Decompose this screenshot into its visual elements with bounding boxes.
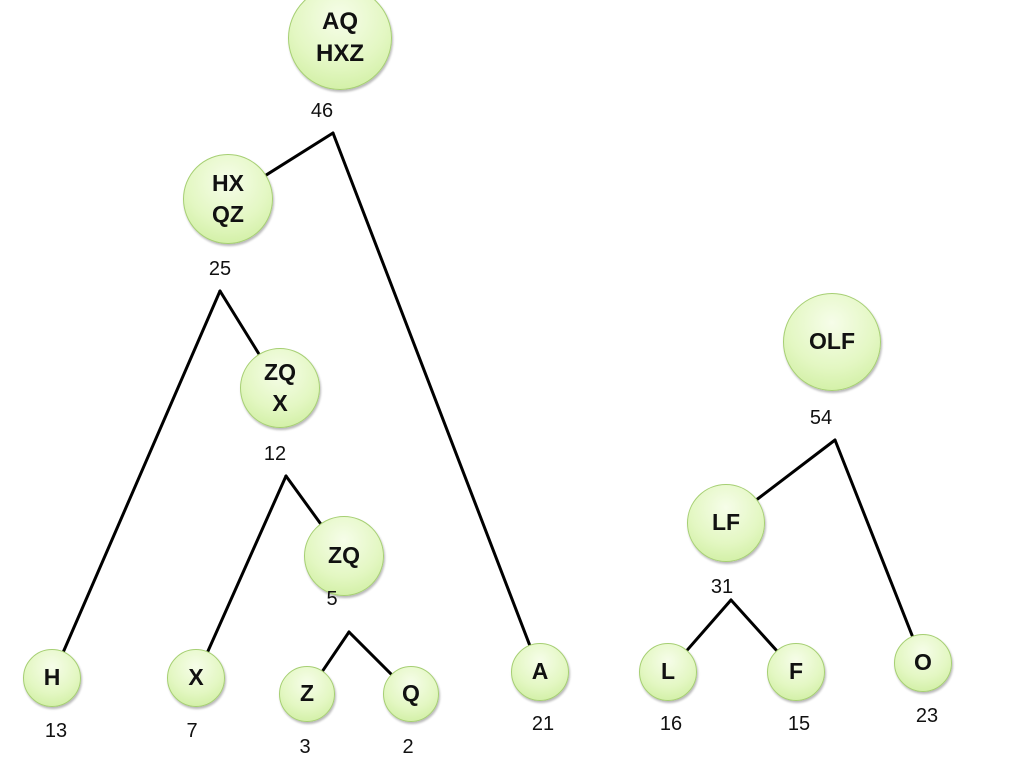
tree-node-weight-q: 2 [402,736,414,758]
tree-node-label: Q [402,680,420,707]
tree-node-a: A [511,643,569,701]
tree-node-label: O [914,649,932,676]
tree-node-label: L [660,658,676,685]
tree-node-q: Q [383,666,439,722]
tree-node-label: H [43,664,61,691]
tree-node-o: O [894,634,952,692]
tree-node-weight-f: 15 [787,713,811,735]
edge-zqx-x [206,474,288,654]
tree-node-zq: ZQ [304,516,384,596]
tree-node-weight-hxqz: 25 [208,258,232,280]
tree-node-aqhxz: AQ HXZ [288,0,392,90]
tree-node-weight-o: 23 [915,705,939,727]
tree-node-f: F [767,643,825,701]
tree-node-l: L [639,643,697,701]
tree-node-weight-zq: 5 [326,588,338,610]
tree-node-h: H [23,649,81,707]
edge-hxqz-zqx [218,289,261,356]
edge-zq-q [347,630,393,676]
tree-node-label: X [188,664,204,691]
edge-aqhxz-hxqz [264,131,335,177]
tree-node-x: X [167,649,225,707]
tree-node-olf: OLF [783,293,881,391]
edge-lf-l [685,598,733,652]
tree-node-lf: LF [687,484,765,562]
edge-zqx-zq [284,474,323,526]
tree-node-z: Z [279,666,335,722]
tree-node-label: AQ HXZ [316,7,364,67]
tree-node-weight-a: 21 [531,713,555,735]
tree-node-weight-h: 13 [44,720,68,742]
edge-hxqz-h [62,289,222,653]
edge-lf-f [729,598,779,652]
tree-node-label: LF [711,509,741,536]
tree-node-weight-x: 7 [186,720,198,742]
edge-zq-z [321,630,351,673]
tree-node-weight-aqhxz: 46 [310,100,334,122]
edge-olf-o [833,438,914,638]
tree-node-label: OLF [809,328,855,355]
tree-node-label: Z [299,680,315,707]
tree-node-weight-zqx: 12 [263,443,287,465]
tree-node-weight-olf: 54 [809,407,833,429]
tree-node-label: HX QZ [212,169,244,227]
tree-node-hxqz: HX QZ [183,154,273,244]
tree-node-weight-z: 3 [299,736,311,758]
edge-olf-lf [755,438,837,501]
tree-node-label: A [531,658,549,685]
tree-node-label: ZQ X [264,358,296,416]
edge-aqhxz-a [331,131,532,647]
tree-node-label: ZQ [328,542,360,569]
tree-node-weight-l: 16 [659,713,683,735]
tree-node-zqx: ZQ X [240,348,320,428]
tree-node-label: F [788,658,804,685]
tree-node-weight-lf: 31 [710,576,734,598]
